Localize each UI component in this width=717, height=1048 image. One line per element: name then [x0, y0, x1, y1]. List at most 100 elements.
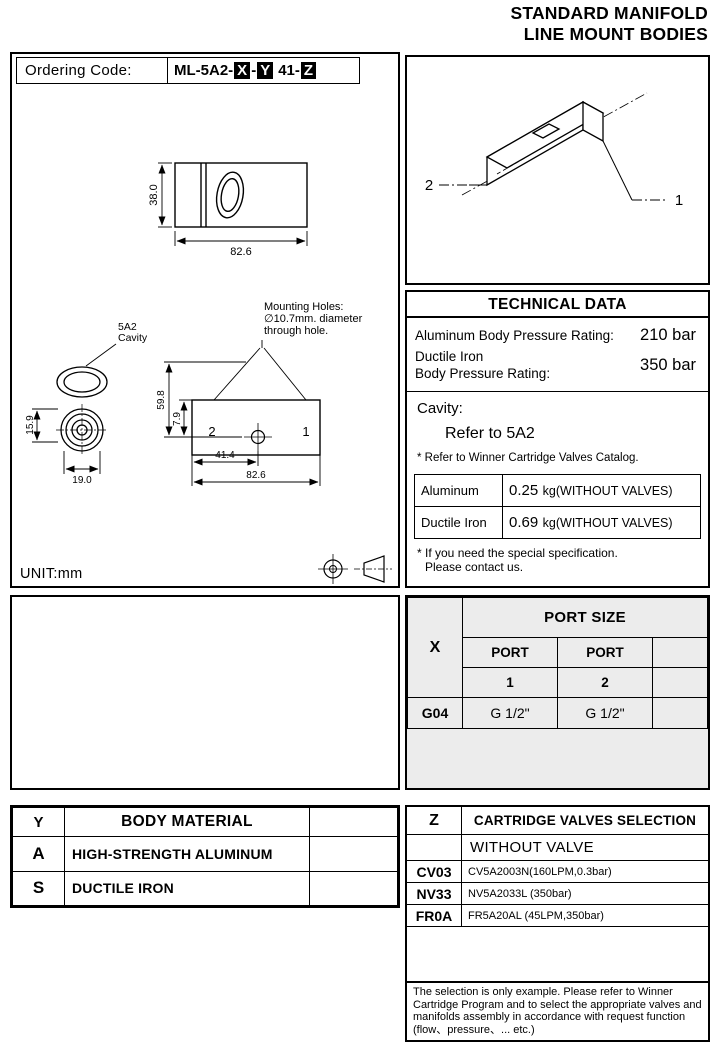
cavity-centerlines: [56, 404, 108, 456]
port-header-empty-cell: [652, 637, 708, 668]
cavity-note: * Refer to Winner Cartridge Valves Catal…: [417, 452, 639, 464]
title-line-2: LINE MOUNT BODIES: [523, 24, 708, 44]
code-dash: -: [251, 62, 257, 79]
port-size-table: X PORT SIZE PORT PORT 1 2 G04 G 1/2" G 1…: [407, 597, 708, 729]
valve-code: CV03: [407, 861, 462, 882]
valve-description: FR5A20AL (45LPM,350bar): [468, 909, 604, 922]
port-2-header: PORT: [557, 637, 653, 668]
body-material-panel: Y BODY MATERIAL A HIGH-STRENGTH ALUMINUM…: [10, 805, 400, 908]
valve-description: CV5A2003N(160LPM,0.3bar): [468, 865, 612, 878]
without-valve-code-cell: [407, 835, 462, 860]
material-row-empty-cell: [309, 870, 398, 906]
cavity-callout-line2: Cavity: [118, 332, 148, 344]
valve-row: NV33 NV5A2033L (350bar): [407, 883, 708, 905]
code-prefix: ML-5A2-: [174, 62, 234, 79]
port-1-header: PORT: [462, 637, 558, 668]
ductile-rating-row: Ductile Iron Body Pressure Rating: 350 b…: [415, 348, 700, 382]
special-spec-note-line1: * If you need the special specification.: [417, 546, 618, 560]
weight-row-aluminum: Aluminum 0.25 kg(WITHOUT VALVES): [414, 474, 701, 507]
body-material-header-row: Y BODY MATERIAL: [12, 807, 398, 837]
body-material-header-empty-cell: [309, 807, 398, 837]
pressure-ratings-section: Aluminum Body Pressure Rating: 210 bar D…: [407, 318, 708, 392]
ductile-rating-value: 350 bar: [640, 355, 696, 374]
top-view-height-dim: 38.0: [148, 184, 160, 205]
ductile-rating-label-line2: Body Pressure Rating:: [415, 366, 551, 381]
cavity-callout-line1: 5A2: [118, 321, 137, 333]
cavity-height-dim: 15.9: [25, 415, 36, 435]
port-row-code: G04: [407, 697, 463, 729]
mounting-note-line1: Mounting Holes:: [264, 301, 344, 313]
material-code: S: [12, 870, 65, 906]
material-code: A: [12, 836, 65, 872]
code-z-placeholder: Z: [300, 62, 317, 79]
port-1-size: G 1/2": [462, 697, 558, 729]
code-mid: 41-: [278, 62, 300, 79]
weight-row-ductile-iron: Ductile Iron 0.69 kg(WITHOUT VALVES): [414, 506, 701, 539]
weight-value: 0.25: [509, 481, 539, 499]
material-row-empty-cell: [309, 836, 398, 872]
datum-target-icon: [318, 554, 348, 584]
iso-port2-label: 2: [425, 177, 433, 194]
aluminum-rating-value: 210 bar: [640, 326, 696, 344]
iso-hidden-line: [496, 129, 574, 175]
without-valve-row: WITHOUT VALVE: [407, 835, 708, 861]
cartridge-valves-panel: Z CARTRIDGE VALVES SELECTION WITHOUT VAL…: [405, 805, 710, 1042]
code-y-placeholder: Y: [257, 62, 274, 79]
valve-code: FR0A: [407, 905, 462, 926]
port-1-number: 1: [462, 667, 558, 698]
technical-data-title: TECHNICAL DATA: [407, 292, 708, 318]
technical-data-panel: TECHNICAL DATA Aluminum Body Pressure Ra…: [405, 290, 710, 588]
top-view-outline: [174, 162, 308, 228]
ductile-rating-label-line1: Ductile Iron: [415, 349, 484, 364]
engineering-drawing: 38.0 82.6 5A2 Cavity: [25, 162, 392, 584]
y-header: Y: [12, 807, 65, 837]
code-x-placeholder: X: [234, 62, 251, 79]
special-spec-note: * If you need the special specification.…: [417, 546, 708, 574]
isometric-drawing: 2 1: [425, 92, 683, 209]
port-size-data-row: G04 G 1/2" G 1/2": [407, 697, 708, 729]
port-data-empty-cell: [652, 697, 708, 729]
front-view-hole-offset-dim: 7.9: [172, 412, 183, 426]
port-number-empty-cell: [652, 667, 708, 698]
cartridge-title: CARTRIDGE VALVES SELECTION: [473, 813, 697, 828]
front-view-hole-x-dim: 41.4: [215, 450, 235, 461]
unit-label: UNIT:mm: [20, 566, 83, 582]
selection-note: The selection is only example. Please re…: [407, 980, 708, 1040]
front-view-height-dim: 59.8: [156, 390, 167, 410]
weight-material: Aluminum: [414, 474, 503, 507]
page-title: STANDARD MANIFOLD LINE MOUNT BODIES: [511, 3, 709, 45]
empty-panel: [10, 595, 400, 790]
iso-axis-centerline: [461, 92, 648, 196]
port-2-size: G 1/2": [557, 697, 653, 729]
special-spec-note-line2: Please contact us.: [425, 560, 524, 574]
material-label: HIGH-STRENGTH ALUMINUM: [64, 836, 310, 872]
body-material-title: BODY MATERIAL: [64, 807, 310, 837]
cavity-leader-line: [85, 343, 117, 367]
valve-row: CV03 CV5A2003N(160LPM,0.3bar): [407, 861, 708, 883]
cavity-label: Cavity:: [417, 400, 463, 417]
top-view-dimension-lines: [158, 162, 308, 246]
front-view-dimension-lines: [164, 361, 321, 486]
port-size-title: PORT SIZE: [462, 597, 708, 638]
port-x-header: X: [407, 597, 463, 698]
port-2-number: 2: [557, 667, 653, 698]
front-view-width-dim: 82.6: [246, 470, 266, 481]
cavity-section: Cavity: Refer to 5A2 * Refer to Winner C…: [407, 392, 708, 468]
weight-table: Aluminum 0.25 kg(WITHOUT VALVES) Ductile…: [414, 474, 701, 539]
ordering-code-label: Ordering Code:: [25, 62, 132, 79]
cartridge-header-row: Z CARTRIDGE VALVES SELECTION: [407, 807, 708, 835]
port-number-row: 1 2: [408, 667, 708, 698]
iso-port1-connector: [602, 140, 633, 201]
valve-code: NV33: [407, 883, 462, 904]
weight-value: 0.69: [509, 513, 539, 531]
cavity-value: Refer to 5A2: [445, 425, 535, 442]
without-valve-option: WITHOUT VALVE: [470, 839, 594, 856]
mounting-note-line2: ∅10.7mm. diameter: [264, 313, 363, 325]
top-view-width-dim: 82.6: [230, 246, 251, 258]
z-header: Z: [407, 807, 462, 834]
body-material-table: Y BODY MATERIAL A HIGH-STRENGTH ALUMINUM…: [12, 807, 398, 906]
isometric-view-panel: 2 1: [405, 55, 710, 285]
